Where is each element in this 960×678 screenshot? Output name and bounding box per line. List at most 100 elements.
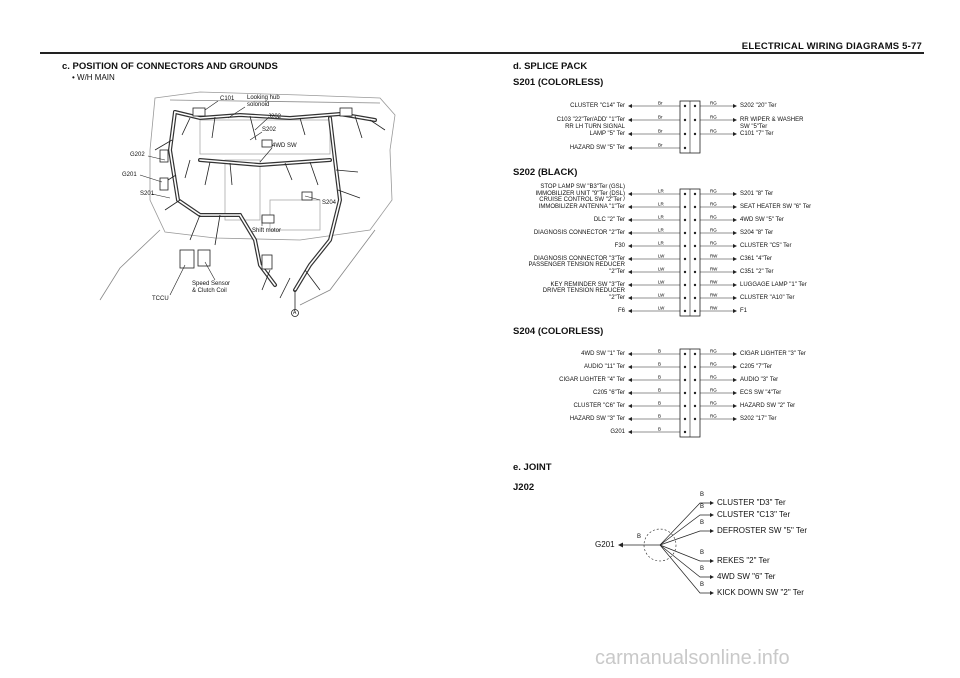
j202-branch-wire-color: B [700, 582, 705, 588]
s204-left-arrow [628, 404, 632, 408]
s202-left-wire-color: LR [658, 228, 665, 233]
callout-shift-motor: Shift motor [252, 228, 282, 234]
s202-right-wire-color: RG [710, 241, 717, 246]
callout-s204: S204 [322, 200, 337, 206]
j202-branch-arrow [710, 559, 714, 563]
s202-right-wire-color: RG [710, 189, 717, 194]
section-d-title: d. SPLICE PACK [513, 61, 588, 72]
s204-left-label: AUDIO "11" Ter [583, 364, 625, 370]
s202-left-arrow [628, 257, 632, 261]
s202-left-wire-color: LR [658, 215, 665, 220]
j202-branch-wire [659, 530, 712, 546]
s204-left-pin [683, 365, 687, 369]
s202-right-label: C361 "4"Ter [740, 256, 772, 262]
j202-branch-wire [659, 544, 712, 594]
s202-left-arrow [628, 309, 632, 313]
s202-right-arrow [733, 218, 737, 222]
watermark: carmanualsonline.info [595, 647, 790, 669]
callout-tccu: TCCU [152, 296, 169, 302]
j202-branch-arrow [710, 501, 714, 505]
s204-right-label: CIGAR LIGHTER "3" Ter [740, 351, 806, 357]
s202-left-wire-color: LW [658, 293, 665, 298]
s204-left-label: G201 [610, 429, 625, 435]
s204-right-wire-color: RG [710, 388, 717, 393]
callout-g202: G202 [130, 152, 145, 158]
s202-left-label: DIAGNOSIS CONNECTOR "2"Ter [533, 230, 625, 236]
callout-looking-hub: Looking hub solonoid [247, 95, 280, 108]
s202-right-pin [693, 244, 697, 248]
s204-right-arrow [733, 417, 737, 421]
s202-right-arrow [733, 270, 737, 274]
s204-right-label: AUDIO "3" Ter [740, 377, 779, 383]
s202-right-arrow [733, 257, 737, 261]
s201-right-arrow [733, 132, 737, 136]
s204-right-arrow [733, 378, 737, 382]
s202-left-label: CRUISE CONTROL SW "2"Ter / IMMOBILIZER A… [538, 197, 625, 210]
s201-left-arrow [628, 118, 632, 122]
s204-left-wire-color: B [658, 401, 661, 406]
header-rule [40, 52, 924, 54]
s201-left-wire-color: Br [658, 129, 663, 134]
s204-left-pin [683, 430, 687, 434]
s204-right-arrow [733, 365, 737, 369]
s202-right-pin [693, 296, 697, 300]
s204-right-wire-color: RG [710, 362, 717, 367]
s202-right-wire-color: RW [710, 306, 718, 311]
s201-right-pin [693, 132, 697, 136]
s204-right-pin [693, 417, 697, 421]
s204-left-arrow [628, 352, 632, 356]
s201-left-label: C103 "22"Ter/ADD' "1"Ter [556, 117, 625, 123]
s202-right-arrow [733, 309, 737, 313]
s204-right-pin [693, 391, 697, 395]
j202-branch-wire [659, 544, 712, 562]
s201-right-wire-color: RG [710, 129, 717, 134]
s202-left-arrow [628, 231, 632, 235]
section-c-subtitle: • W/H MAIN [72, 73, 115, 82]
j202-branch-wire-color: B [700, 520, 705, 526]
s204-left-arrow [628, 391, 632, 395]
s201-left-pin [683, 118, 687, 122]
s201-left-arrow [628, 104, 632, 108]
j202-title: J202 [513, 482, 535, 493]
s204-left-wire-color: B [658, 375, 661, 380]
s201-left-pin [683, 104, 687, 108]
s202-left-arrow [628, 205, 632, 209]
s204-left-pin [683, 417, 687, 421]
s201-right-wire-color: RG [710, 115, 717, 120]
s201-left-wire-color: Br [658, 143, 663, 148]
s202-left-arrow [628, 192, 632, 196]
callout-s202: S202 [262, 127, 277, 133]
s202-right-label: C351 "2" Ter [740, 269, 774, 275]
s204-right-label: HAZARD SW "2" Ter [740, 403, 796, 409]
s204-right-label: S202 "17" Ter [740, 416, 777, 422]
s204-right-pin [693, 404, 697, 408]
s202-right-label: F1 [740, 308, 748, 314]
s201-left-pin [683, 146, 687, 150]
j202-branch-wire [659, 544, 712, 578]
s201-left-arrow [628, 132, 632, 136]
callout-c101: C101 [220, 96, 235, 102]
s202-right-label: SEAT HEATER SW "6" Ter [740, 204, 812, 210]
s202-right-pin [693, 218, 697, 222]
callout-j202: J202 [268, 114, 282, 120]
s202-left-label: PASSENGER TENSION REDUCER "2"Ter [528, 262, 625, 275]
s202-right-label: CLUSTER "C5" Ter [740, 243, 792, 249]
j202-ground-wire-color: B [637, 534, 642, 540]
j202-branch-arrow [710, 529, 714, 533]
s202-right-arrow [733, 205, 737, 209]
s202-left-label: STOP LAMP SW "B3"Ter (GSL) IMMOBILIZER U… [535, 184, 626, 197]
s201-right-label: S202 "20" Ter [740, 103, 777, 109]
s204-left-label: 4WD SW "1" Ter [581, 351, 625, 357]
s202-left-pin [683, 205, 687, 209]
page-header: ELECTRICAL WIRING DIAGRAMS 5-77 [741, 41, 922, 52]
s201-left-arrow [628, 146, 632, 150]
s204-left-label: C205 "6"Ter [593, 390, 625, 396]
section-c-title: c. POSITION OF CONNECTORS AND GROUNDS [62, 61, 278, 72]
s201-right-label: C101 "7" Ter [740, 131, 774, 137]
callout-speed-sensor: Speed Sensor & Clutch Coil [192, 281, 231, 294]
s204-left-arrow [628, 430, 632, 434]
s202-right-pin [693, 309, 697, 313]
